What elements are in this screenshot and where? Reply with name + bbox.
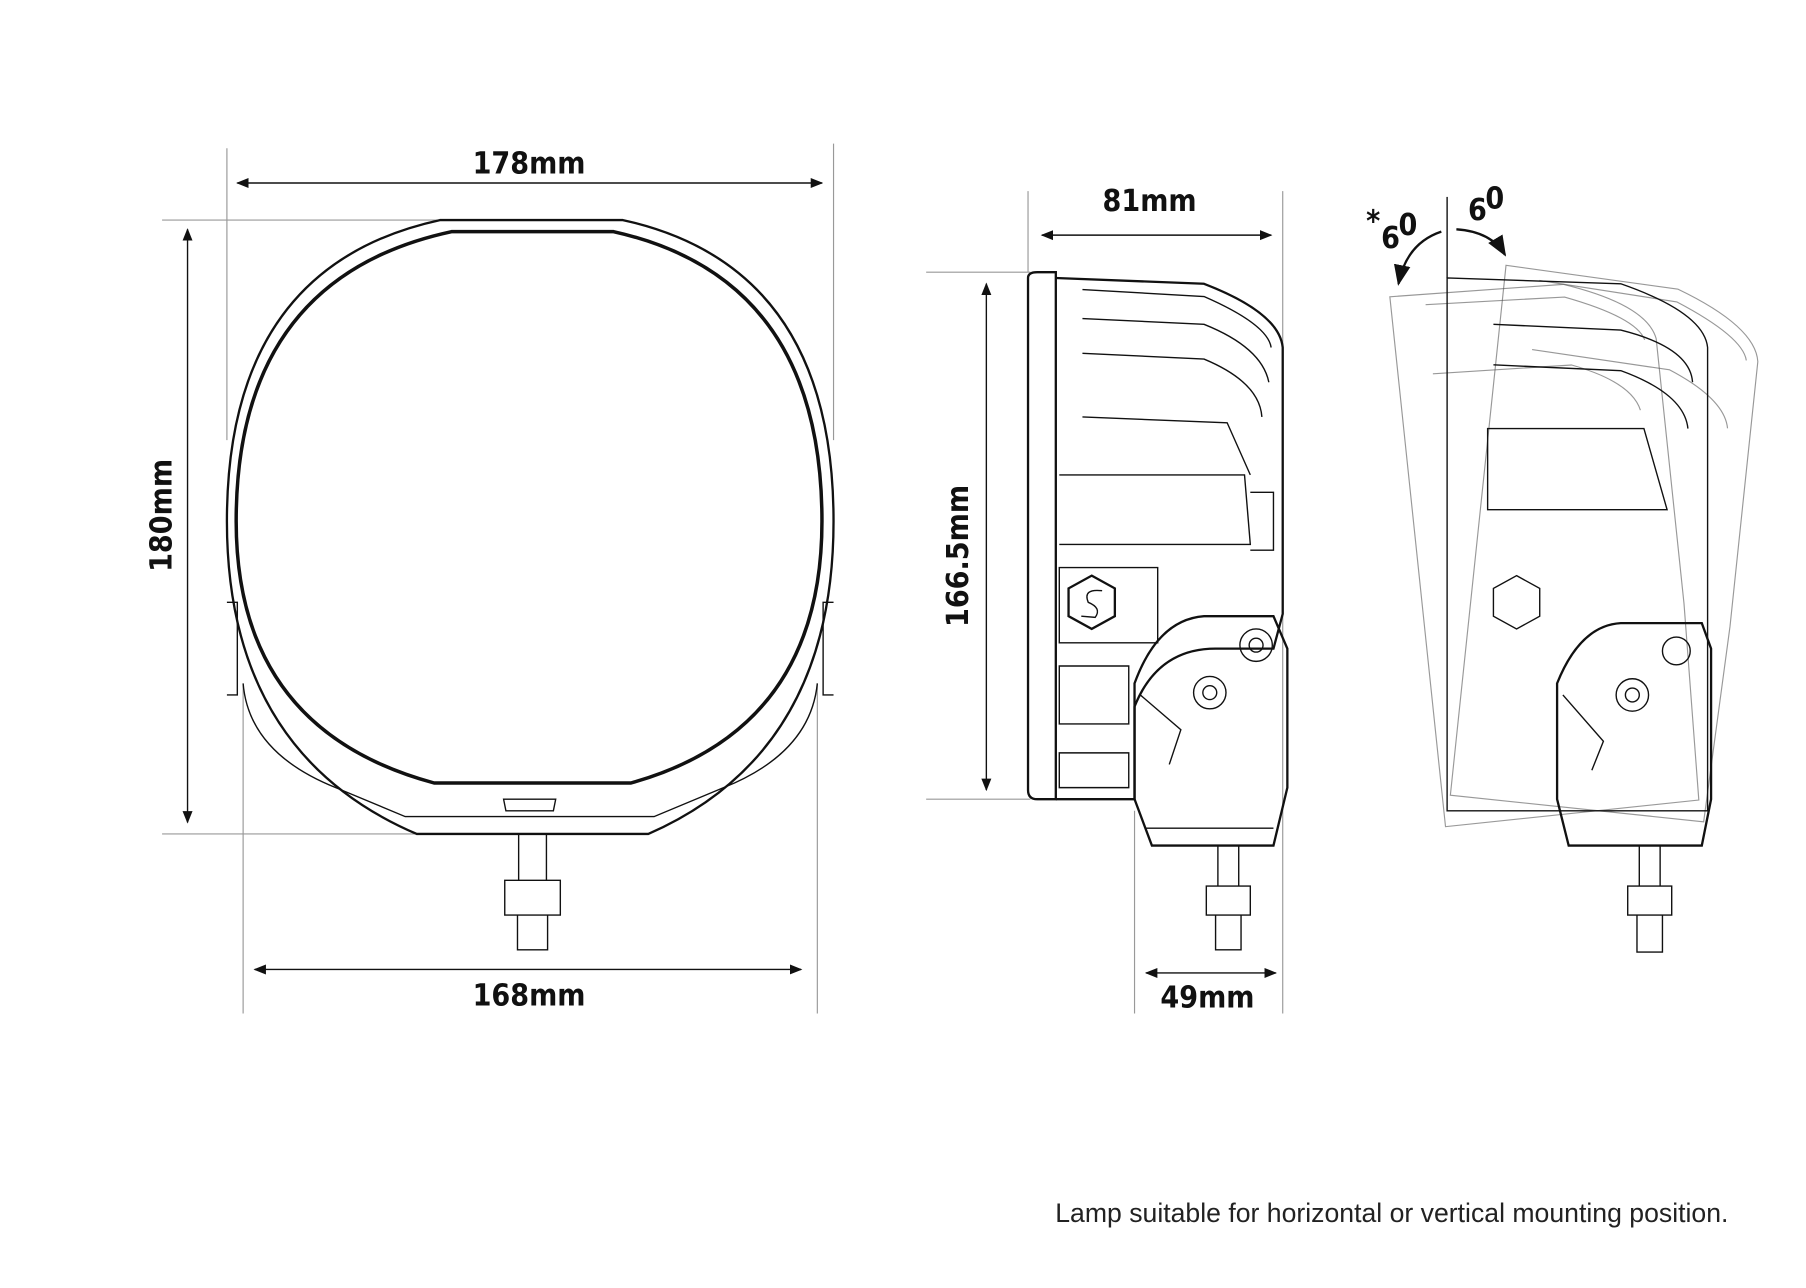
depth-dimension: 81mm <box>1040 184 1273 241</box>
width-top-dimension: 178mm <box>236 147 824 189</box>
mounting-note: Lamp suitable for horizontal or vertical… <box>1055 1198 1728 1228</box>
width-bottom-label: 168mm <box>473 978 586 1013</box>
tilt-back-asterisk: * <box>1366 205 1380 240</box>
tilt-forward-degree: 0 <box>1485 181 1504 216</box>
brand-logo-icon <box>1067 574 1117 631</box>
width-bottom-dimension: 168mm <box>253 964 803 1013</box>
tilt-back-degree: 0 <box>1398 208 1417 243</box>
tilt-forward-indicator: 6 0 <box>1456 181 1507 257</box>
side-view-lamp <box>926 191 1289 1014</box>
side-height-dimension: 166.5mm <box>941 282 992 792</box>
tilt-view-lamp <box>1389 196 1759 953</box>
tilt-back-indicator: * 6 0 <box>1366 205 1442 286</box>
tilt-forward-angle: 6 <box>1468 193 1487 228</box>
height-label: 180mm <box>144 459 179 572</box>
depth-label: 81mm <box>1103 184 1197 219</box>
height-dimension: 180mm <box>144 228 193 824</box>
tilt-back-angle: 6 <box>1381 221 1400 256</box>
side-height-label: 166.5mm <box>941 485 976 627</box>
width-top-label: 178mm <box>473 147 586 182</box>
bracket-depth-dimension: 49mm <box>1144 967 1278 1016</box>
front-view-lamp <box>162 143 835 1014</box>
bracket-depth-label: 49mm <box>1160 981 1254 1016</box>
